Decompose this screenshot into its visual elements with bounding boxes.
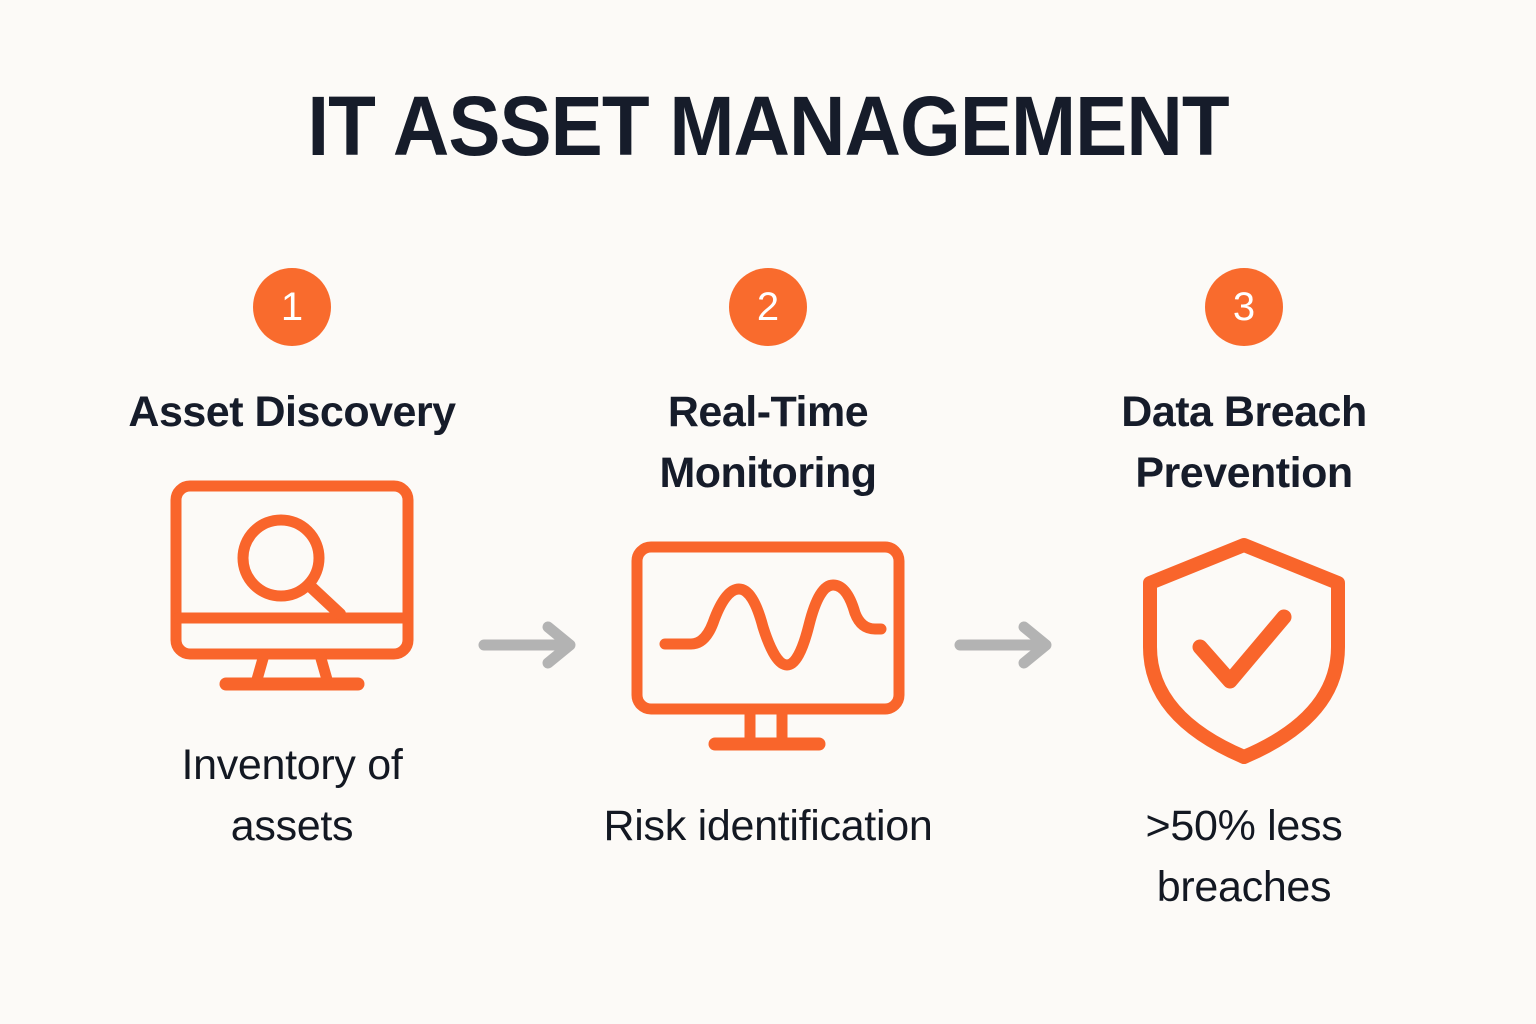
step-caption-1: Inventory of assets (181, 741, 403, 851)
step-number-badge-3: 3 (1205, 268, 1283, 346)
step-number-badge-2: 2 (729, 268, 807, 346)
step-number-label: 3 (1232, 285, 1256, 329)
step-heading-3: Data Breach Prevention (1121, 388, 1367, 498)
steps-row: 1 Asset Discovery Inventory (0, 268, 1536, 948)
step-card-real-time-monitoring: 2 Real-Time Monitoring Risk identificati… (588, 268, 948, 857)
arrow-right-icon (478, 621, 576, 669)
step-icon-wrap-1 (168, 475, 416, 705)
step-number-badge-1: 1 (253, 268, 331, 346)
step-icon-wrap-3 (1138, 536, 1350, 766)
step-number-label: 2 (756, 285, 780, 329)
monitor-waveform-icon (631, 541, 905, 751)
connector-slot-1 (472, 268, 588, 670)
step-number-label: 1 (280, 285, 304, 329)
page-title: IT ASSET MANAGEMENT (307, 79, 1229, 173)
step-heading-1: Asset Discovery (128, 388, 456, 436)
step-caption-3: >50% less breaches (1145, 802, 1343, 912)
step-icon-wrap-2 (629, 536, 907, 766)
shield-check-icon (1143, 538, 1345, 765)
step-card-data-breach-prevention: 3 Data Breach Prevention >50% less breac… (1064, 268, 1424, 918)
monitor-magnifier-icon (170, 480, 414, 691)
arrow-right-icon (954, 621, 1052, 669)
step-heading-2: Real-Time Monitoring (659, 388, 877, 498)
step-card-asset-discovery: 1 Asset Discovery Inventory (112, 268, 472, 857)
step-caption-2: Risk identification (603, 802, 933, 851)
connector-slot-2 (948, 268, 1064, 670)
